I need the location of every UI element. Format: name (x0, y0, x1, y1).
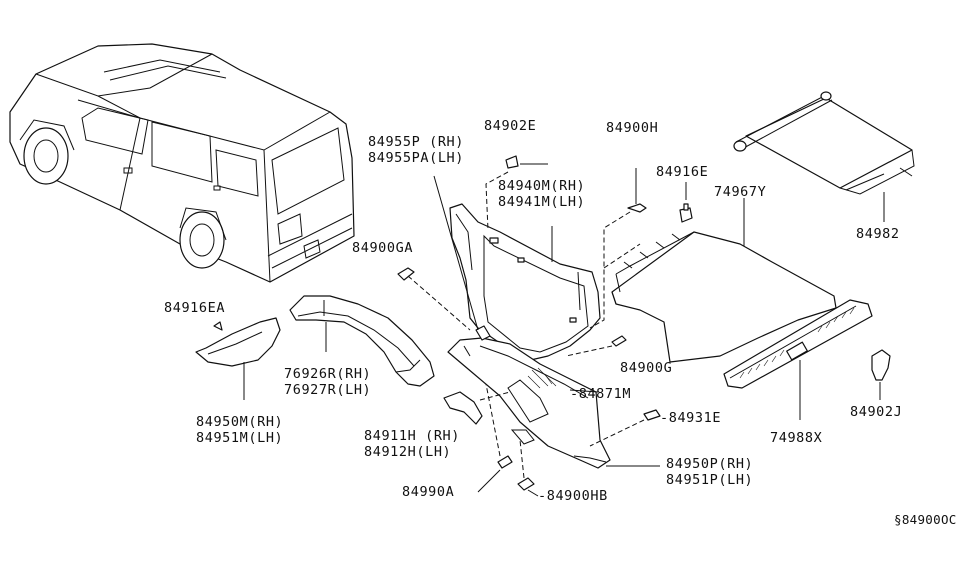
fasteners (213, 155, 693, 491)
label-84900ga: 84900GA (352, 240, 413, 256)
label-76927r: 76927R(LH) (284, 382, 371, 398)
label-76926r: 76926R(RH) (284, 366, 371, 382)
label-74988x: 74988X (770, 430, 822, 446)
part-84950m-finisher (195, 317, 281, 400)
label-84955pa: 84955PA(LH) (368, 150, 464, 166)
label-84902e: 84902E (484, 118, 536, 134)
label-84951m: 84951M(LH) (196, 430, 283, 446)
part-84982-tonneau-cover (733, 91, 915, 222)
label-84990a: 84990A (402, 484, 454, 500)
part-84950p-lower-trim (447, 337, 660, 469)
label-84900h: 84900H (606, 120, 658, 136)
label-84902j: 84902J (850, 404, 902, 420)
label-84912h: 84912H(LH) (364, 444, 451, 460)
label-84955p: 84955P (RH) (368, 134, 464, 150)
label-84940m: 84940M(RH) (498, 178, 585, 194)
label-84931e: -84931E (660, 410, 721, 426)
part-76926r-wheelhouse (289, 295, 435, 387)
label-84916ea: 84916EA (164, 300, 225, 316)
label-84871m: -84871M (570, 386, 631, 402)
part-84902j-clip (871, 349, 891, 400)
part-74988x-sill-plate (723, 299, 873, 420)
part-74967y-cargo-mat (603, 198, 837, 363)
label-84900g: 84900G (620, 360, 672, 376)
label-84900hb: -84900HB (538, 488, 608, 504)
part-labels: 84955P (RH) 84955PA(LH) 84902E 84900H 84… (164, 118, 957, 527)
diagram-reference-code: §84900OC (894, 512, 957, 527)
part-84940m-upper-trim (449, 203, 601, 363)
label-84951p: 84951P(LH) (666, 472, 753, 488)
label-84950p: 84950P(RH) (666, 456, 753, 472)
label-84982: 84982 (856, 226, 900, 242)
label-84911h: 84911H (RH) (364, 428, 460, 444)
label-74967y: 74967Y (714, 184, 766, 200)
label-84950m: 84950M(RH) (196, 414, 283, 430)
label-84916e: 84916E (656, 164, 708, 180)
label-84941m: 84941M(LH) (498, 194, 585, 210)
leader-lines (477, 163, 687, 497)
vehicle-illustration (9, 43, 355, 283)
